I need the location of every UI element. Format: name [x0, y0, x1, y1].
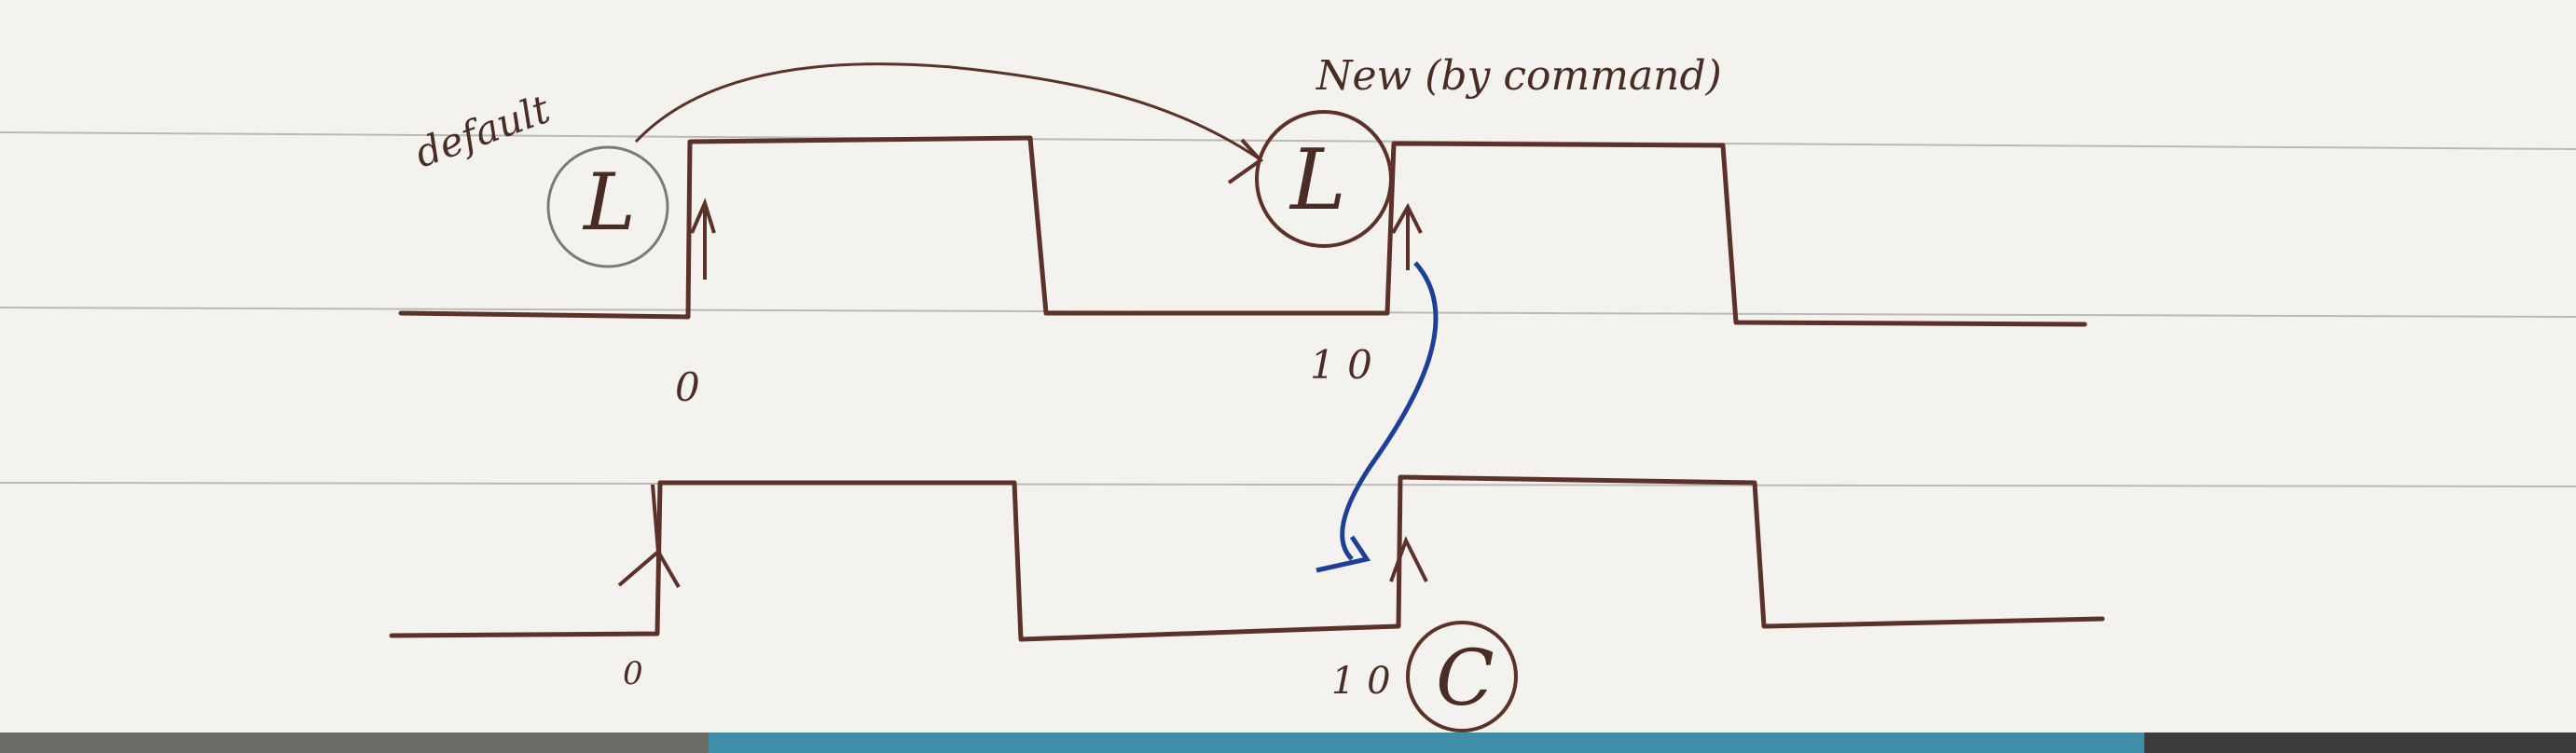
top-square-wave: [398, 135, 2087, 327]
paper-sheet: [0, 0, 2576, 732]
circled-C-bottom: C: [1436, 635, 1495, 723]
circle-L-top-left: [546, 145, 669, 268]
ruled-line: [0, 482, 2576, 487]
pencil-link-arrow: [634, 62, 1260, 160]
bottom-edge-arrow-left: [617, 484, 681, 589]
top-edge-label-left: 0: [675, 364, 700, 410]
bottom-edge-arrow-right: [1389, 535, 1428, 582]
circled-L-top-left: L: [582, 157, 636, 248]
bottom-edge-label-left: 0: [623, 655, 643, 692]
bottom-edge-label-right: 1 0: [1331, 660, 1391, 703]
circle-C-bottom: [1406, 621, 1518, 732]
blue-link-arrowhead: [1316, 535, 1371, 573]
bottom-strip-left: [0, 731, 709, 753]
blue-link-arrow: [1340, 261, 1439, 561]
circled-L-top-right: L: [1288, 131, 1346, 229]
ruled-line: [0, 131, 2576, 150]
bottom-square-wave: [389, 474, 2105, 642]
top-edge-arrow-right: [1391, 202, 1423, 270]
bottom-strip-mid: [709, 731, 2144, 753]
new-by-command-label: New (by command): [1316, 52, 1722, 100]
top-edge-arrow-left: [690, 198, 716, 280]
circle-L-top-right: [1255, 110, 1393, 248]
bottom-strip-right: [2144, 731, 2576, 753]
top-edge-label-right: 1 0: [1310, 342, 1372, 388]
